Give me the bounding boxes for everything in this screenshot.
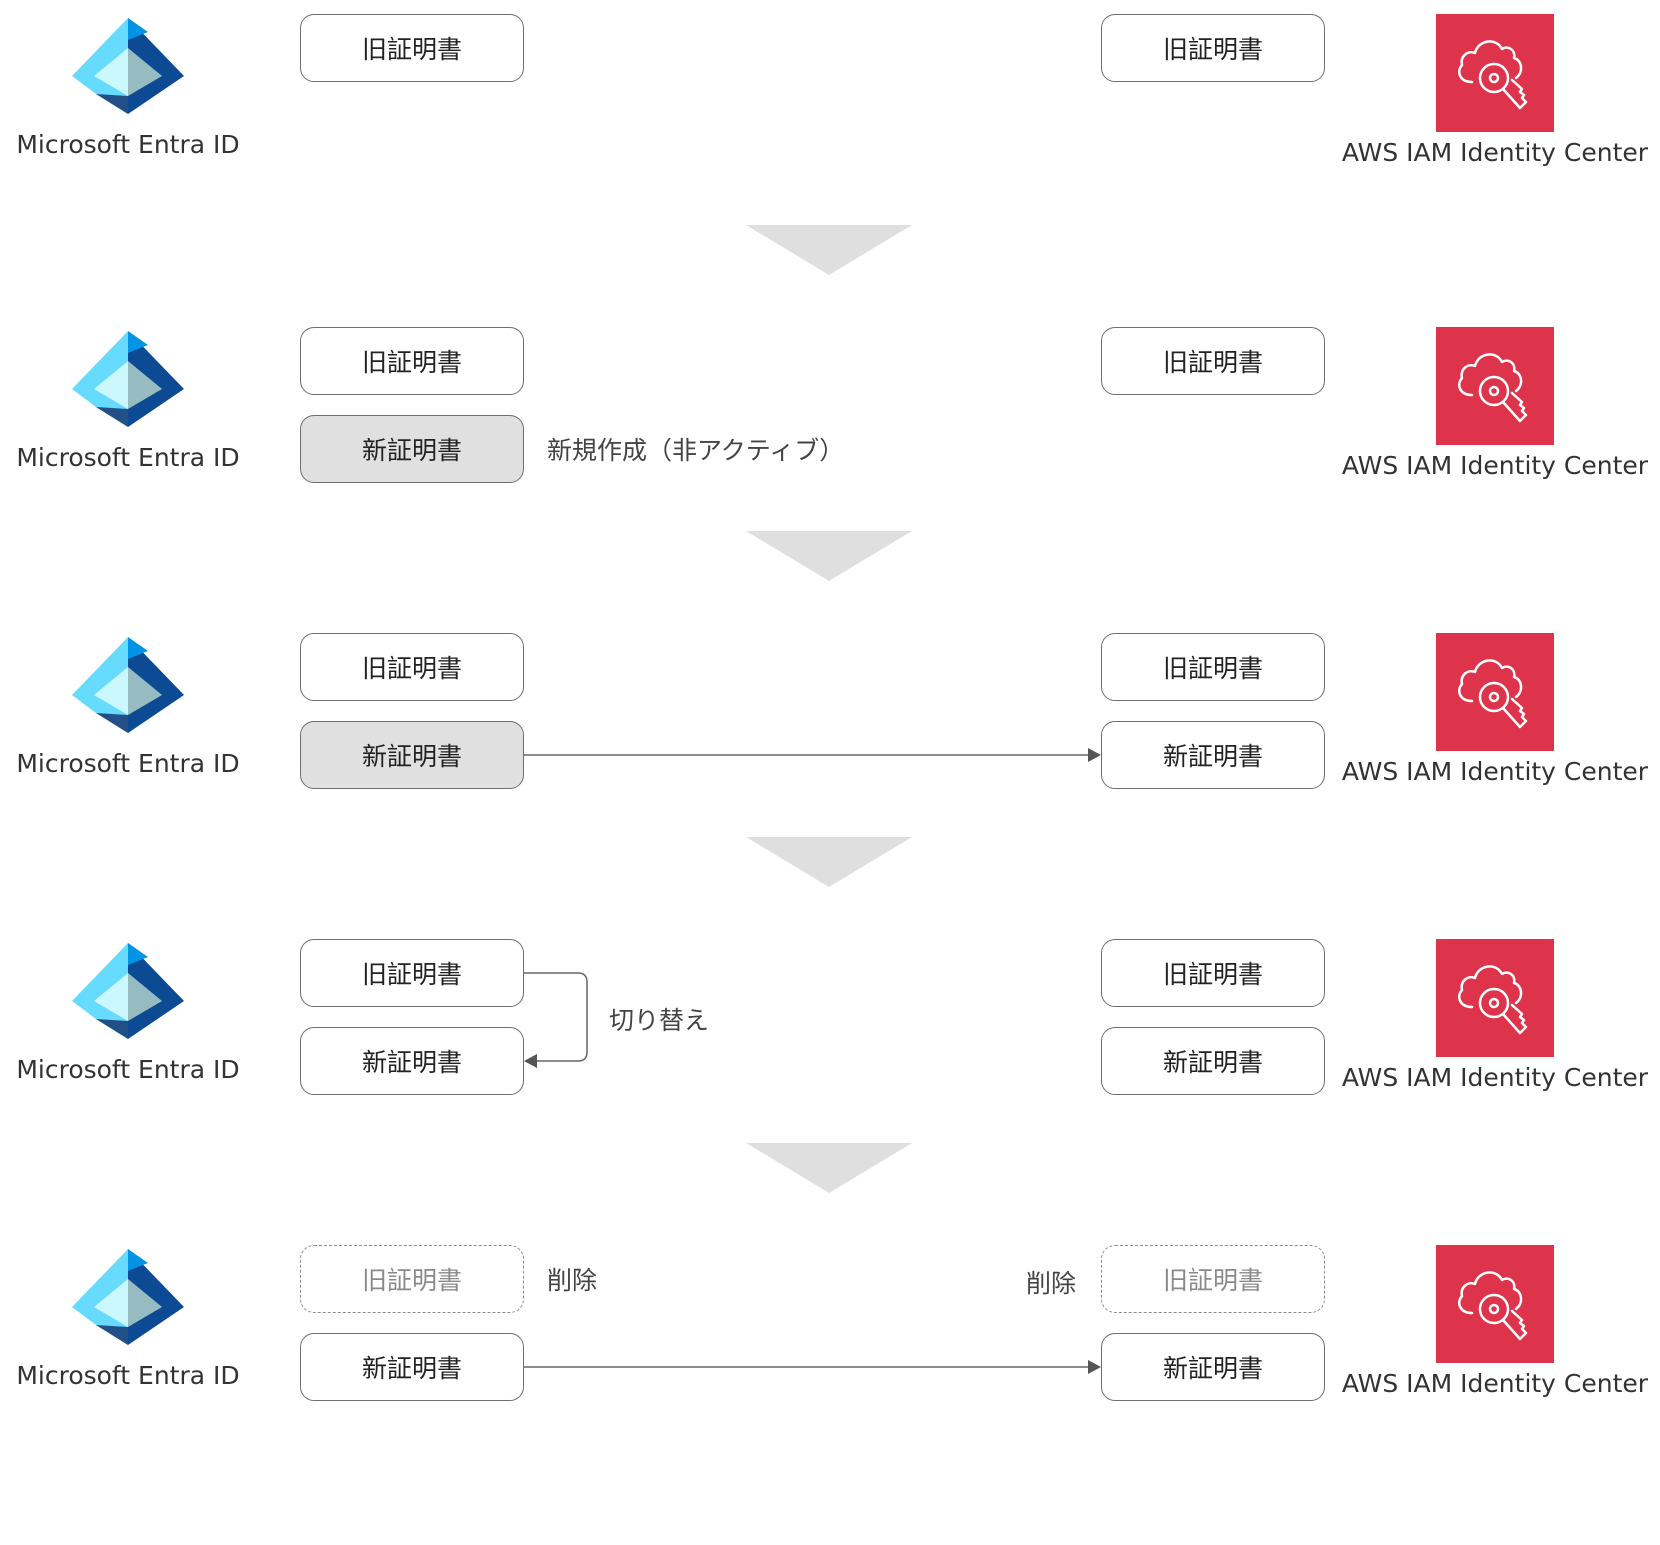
aws-iam-identity-center-icon [1436,1245,1554,1363]
right-old-cert: 旧証明書 [1101,633,1325,701]
right-system-label: AWS IAM Identity Center [1341,757,1649,786]
microsoft-entra-id-icon [72,18,184,114]
right-system-label: AWS IAM Identity Center [1341,1369,1649,1398]
aws-iam-identity-center-icon [1436,327,1554,445]
right-new-cert: 新証明書 [1101,1333,1325,1401]
left-old-cert: 旧証明書 [300,633,524,701]
right-system-label: AWS IAM Identity Center [1341,451,1649,480]
aws-block: AWS IAM Identity Center [1330,14,1660,167]
right-old-cert: 旧証明書 [1101,939,1325,1007]
stage-5: Microsoft Entra ID 旧証明書 削除 新証明書 削除 旧証明書 … [0,1245,1660,1545]
left-new-cert-inactive: 新証明書 [300,721,524,789]
switch-arrow [524,972,588,1068]
aws-block: AWS IAM Identity Center [1330,633,1660,786]
left-new-cert: 新証明書 [300,1333,524,1401]
right-new-cert: 新証明書 [1101,721,1325,789]
left-system-label: Microsoft Entra ID [16,749,240,778]
right-old-cert-deleted: 旧証明書 [1101,1245,1325,1313]
right-system-label: AWS IAM Identity Center [1341,138,1649,167]
stage-1: Microsoft Entra ID 旧証明書 旧証明書 AWS IAM Ide… [0,14,1660,314]
left-system-label: Microsoft Entra ID [16,1361,240,1390]
right-system-label: AWS IAM Identity Center [1341,1063,1649,1092]
left-new-cert-inactive: 新証明書 [300,415,524,483]
aws-block: AWS IAM Identity Center [1330,327,1660,480]
left-old-cert: 旧証明書 [300,327,524,395]
stage-4: Microsoft Entra ID 旧証明書 新証明書 切り替え 旧証明書 新… [0,939,1660,1239]
microsoft-entra-id-icon [72,637,184,733]
left-delete-note: 削除 [547,1266,598,1295]
aws-iam-identity-center-icon [1436,633,1554,751]
microsoft-entra-id-icon [72,331,184,427]
aws-iam-identity-center-icon [1436,14,1554,132]
left-old-cert: 旧証明書 [300,14,524,82]
upload-arrow [524,748,1101,762]
left-system-label: Microsoft Entra ID [16,130,240,159]
aws-block: AWS IAM Identity Center [1330,1245,1660,1398]
aws-block: AWS IAM Identity Center [1330,939,1660,1092]
aws-iam-identity-center-icon [1436,939,1554,1057]
left-new-cert: 新証明書 [300,1027,524,1095]
step-arrow-3 [746,837,912,887]
microsoft-entra-id-icon [72,943,184,1039]
microsoft-entra-id-icon [72,1249,184,1345]
entra-block: Microsoft Entra ID [0,633,256,778]
step-arrow-1 [746,225,912,275]
step-arrow-4 [746,1143,912,1193]
right-old-cert: 旧証明書 [1101,327,1325,395]
step-arrow-2 [746,531,912,581]
right-new-cert: 新証明書 [1101,1027,1325,1095]
left-old-cert-deleted: 旧証明書 [300,1245,524,1313]
left-old-cert: 旧証明書 [300,939,524,1007]
upload-arrow [524,1360,1101,1374]
entra-block: Microsoft Entra ID [0,327,256,472]
stage-2: Microsoft Entra ID 旧証明書 新証明書 新規作成（非アクティブ… [0,327,1660,627]
entra-block: Microsoft Entra ID [0,1245,256,1390]
entra-block: Microsoft Entra ID [0,939,256,1084]
create-inactive-note: 新規作成（非アクティブ） [547,436,845,465]
switch-note: 切り替え [609,1006,710,1035]
right-delete-note: 削除 [1026,1269,1077,1298]
entra-block: Microsoft Entra ID [0,14,256,159]
right-old-cert: 旧証明書 [1101,14,1325,82]
left-system-label: Microsoft Entra ID [16,1055,240,1084]
left-system-label: Microsoft Entra ID [16,443,240,472]
stage-3: Microsoft Entra ID 旧証明書 新証明書 旧証明書 新証明書 A… [0,633,1660,933]
